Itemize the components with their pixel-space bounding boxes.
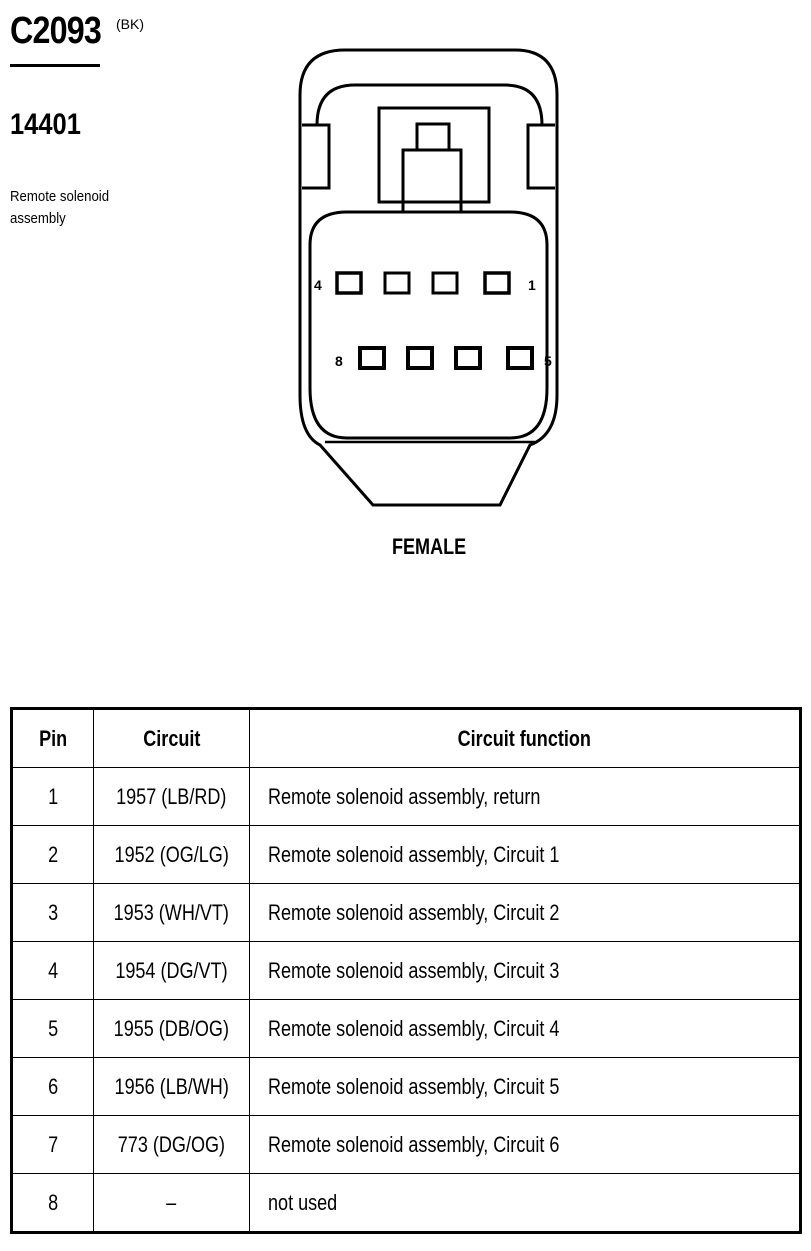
circuit-cell: 1957 (LB/RD) [93,767,250,826]
pin-cell: 8 [11,1173,94,1233]
pin-cell: 3 [11,883,94,942]
housing-inner-band [315,83,544,126]
part-number: 14401 [10,108,81,141]
connector-color-code: (BK) [116,16,144,32]
pin-label-bottom-right: 5 [544,353,552,369]
header-function: Circuit function [249,708,801,768]
pin-cavity-2 [431,271,459,295]
circuit-cell: 1956 (LB/WH) [93,1057,250,1116]
function-cell: Remote solenoid assembly, return [249,767,801,826]
connector-gender-label: FEMALE [392,534,467,559]
table-header-row: Pin Circuit Circuit function [11,708,801,768]
pin-cavity-4 [335,271,363,295]
function-cell: Remote solenoid assembly, Circuit 5 [249,1057,801,1116]
pin-cavity-5 [506,346,534,370]
circuit-cell: 1952 (OG/LG) [93,825,250,884]
pin-cavity-6 [454,346,482,370]
right-latch [526,123,555,190]
function-cell: Remote solenoid assembly, Circuit 6 [249,1115,801,1174]
circuit-cell: 1955 (DB/OG) [93,999,250,1058]
pin-label-bottom-left: 8 [335,353,343,369]
pin-cavity-3 [383,271,411,295]
housing-outline [298,48,559,507]
pin-cavity-7 [406,346,434,370]
header-pin: Pin [11,708,94,768]
connector-id: C2093 [10,10,102,52]
circuit-cell: 773 (DG/OG) [93,1115,250,1174]
left-latch [302,123,331,190]
circuit-cell: – [93,1173,250,1233]
table-row: 8–not used [11,1173,801,1233]
pin-cell: 6 [11,1057,94,1116]
header-circuit: Circuit [93,708,250,768]
function-cell: Remote solenoid assembly, Circuit 1 [249,825,801,884]
pin-cell: 1 [11,767,94,826]
connector-face-diagram: 4 1 8 5 [298,48,559,507]
pin-label-top-left: 4 [314,277,322,293]
lock-tab-frame [377,106,491,204]
function-cell: Remote solenoid assembly, Circuit 4 [249,999,801,1058]
pin-cavity-8 [358,346,386,370]
function-cell: not used [249,1173,801,1233]
connector-description: Remote solenoid assembly [10,188,110,227]
pin-cell: 2 [11,825,94,884]
pin-cell: 5 [11,999,94,1058]
circuit-cell: 1953 (WH/VT) [93,883,250,942]
pin-cavity-1 [483,271,511,295]
terminal-face [308,210,549,440]
pin-cell: 7 [11,1115,94,1174]
pin-label-top-right: 1 [528,277,536,293]
function-cell: Remote solenoid assembly, Circuit 2 [249,883,801,942]
circuit-cell: 1954 (DG/VT) [93,941,250,1000]
function-cell: Remote solenoid assembly, Circuit 3 [249,941,801,1000]
header-rule [10,64,100,67]
lock-tab-inner [415,122,451,152]
pin-cell: 4 [11,941,94,1000]
